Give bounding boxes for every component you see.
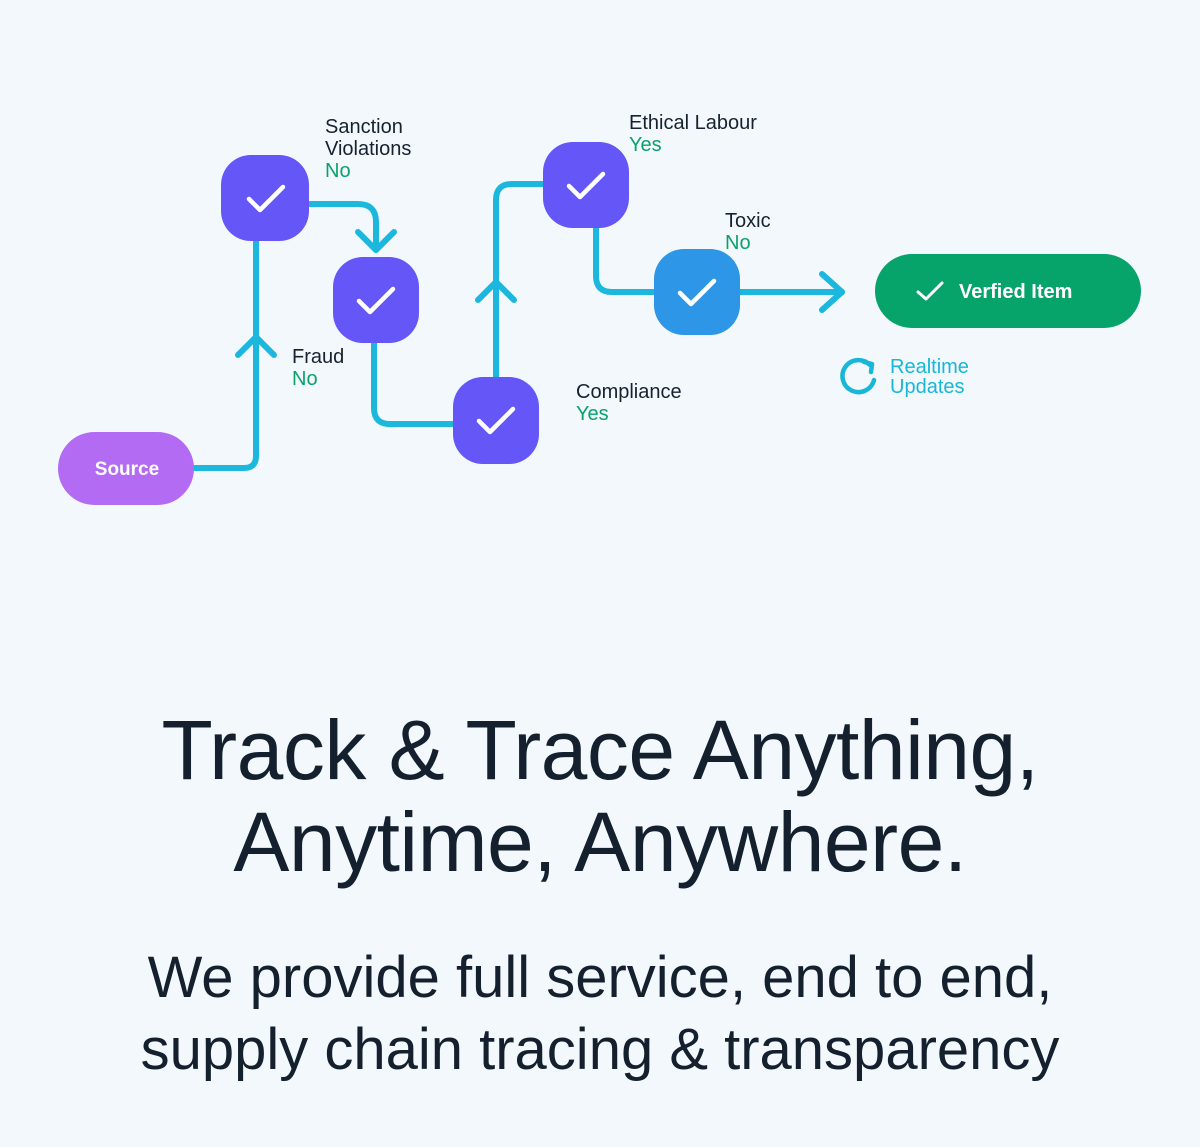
check-status: No (292, 368, 318, 390)
checkmark-icon (677, 278, 717, 307)
source-label: Source (95, 459, 159, 480)
checkmark-icon (356, 286, 396, 315)
check-name-line: Fraud (292, 346, 345, 368)
page-subheadline: We provide full service, end to end, sup… (0, 942, 1200, 1086)
subheadline-line: supply chain tracing & transparency (140, 1017, 1060, 1082)
check-node-toxic (654, 249, 740, 335)
check-node-compliance (453, 377, 539, 464)
arrowhead-up-icon (235, 334, 277, 358)
arrowhead-right-icon (819, 271, 845, 313)
check-name-line: Sanction (325, 116, 403, 138)
realtime-line: Updates (890, 376, 965, 398)
connector-sanction-to-fraud (303, 201, 379, 253)
checkmark-icon (916, 281, 944, 301)
source-node (58, 432, 194, 505)
refresh-icon (840, 357, 877, 395)
label-toxic: Toxic No (725, 210, 771, 254)
connector-ethical-to-toxic (593, 223, 661, 295)
verified-item-label: Verfied Item (959, 281, 1072, 303)
label-compliance: Compliance Yes (576, 381, 682, 425)
connector-fraud-to-compliance (371, 339, 461, 427)
check-name-line: Ethical Labour (629, 112, 757, 134)
checkmark-icon (246, 184, 286, 213)
arrowhead-down-icon (355, 229, 397, 253)
checkmark-icon (566, 171, 606, 200)
connector-source-to-sanction (189, 197, 259, 471)
label-fraud: Fraud No (292, 346, 344, 390)
check-name-line: Toxic (725, 210, 771, 232)
check-status: No (325, 160, 351, 182)
arrowhead-up-icon (475, 279, 517, 303)
connector-compliance-to-ethical (493, 181, 551, 383)
page-headline: Track & Trace Anything, Anytime, Anywher… (0, 704, 1200, 888)
check-status: Yes (576, 403, 609, 425)
realtime-updates: Realtime Updates (838, 356, 969, 398)
checkmark-icon (476, 406, 516, 435)
verified-item-node (875, 254, 1141, 328)
check-name-line: Compliance (576, 381, 682, 403)
subheadline-line: We provide full service, end to end, (147, 945, 1053, 1010)
label-ethical-labour: Ethical Labour Yes (629, 112, 757, 156)
headline-line: Track & Trace Anything, (161, 703, 1039, 797)
headline-line: Anytime, Anywhere. (233, 795, 967, 889)
check-node-sanction-violations (221, 155, 309, 241)
realtime-line: Realtime (890, 356, 969, 378)
check-node-fraud (333, 257, 419, 343)
check-status: No (725, 232, 751, 254)
supply-chain-flow-diagram: Source Verfied Item (58, 142, 1141, 505)
check-status: Yes (629, 134, 662, 156)
check-name-line: Violations (325, 138, 412, 160)
label-sanction-violations: Sanction Violations No (325, 116, 411, 182)
check-node-ethical-labour (543, 142, 629, 228)
